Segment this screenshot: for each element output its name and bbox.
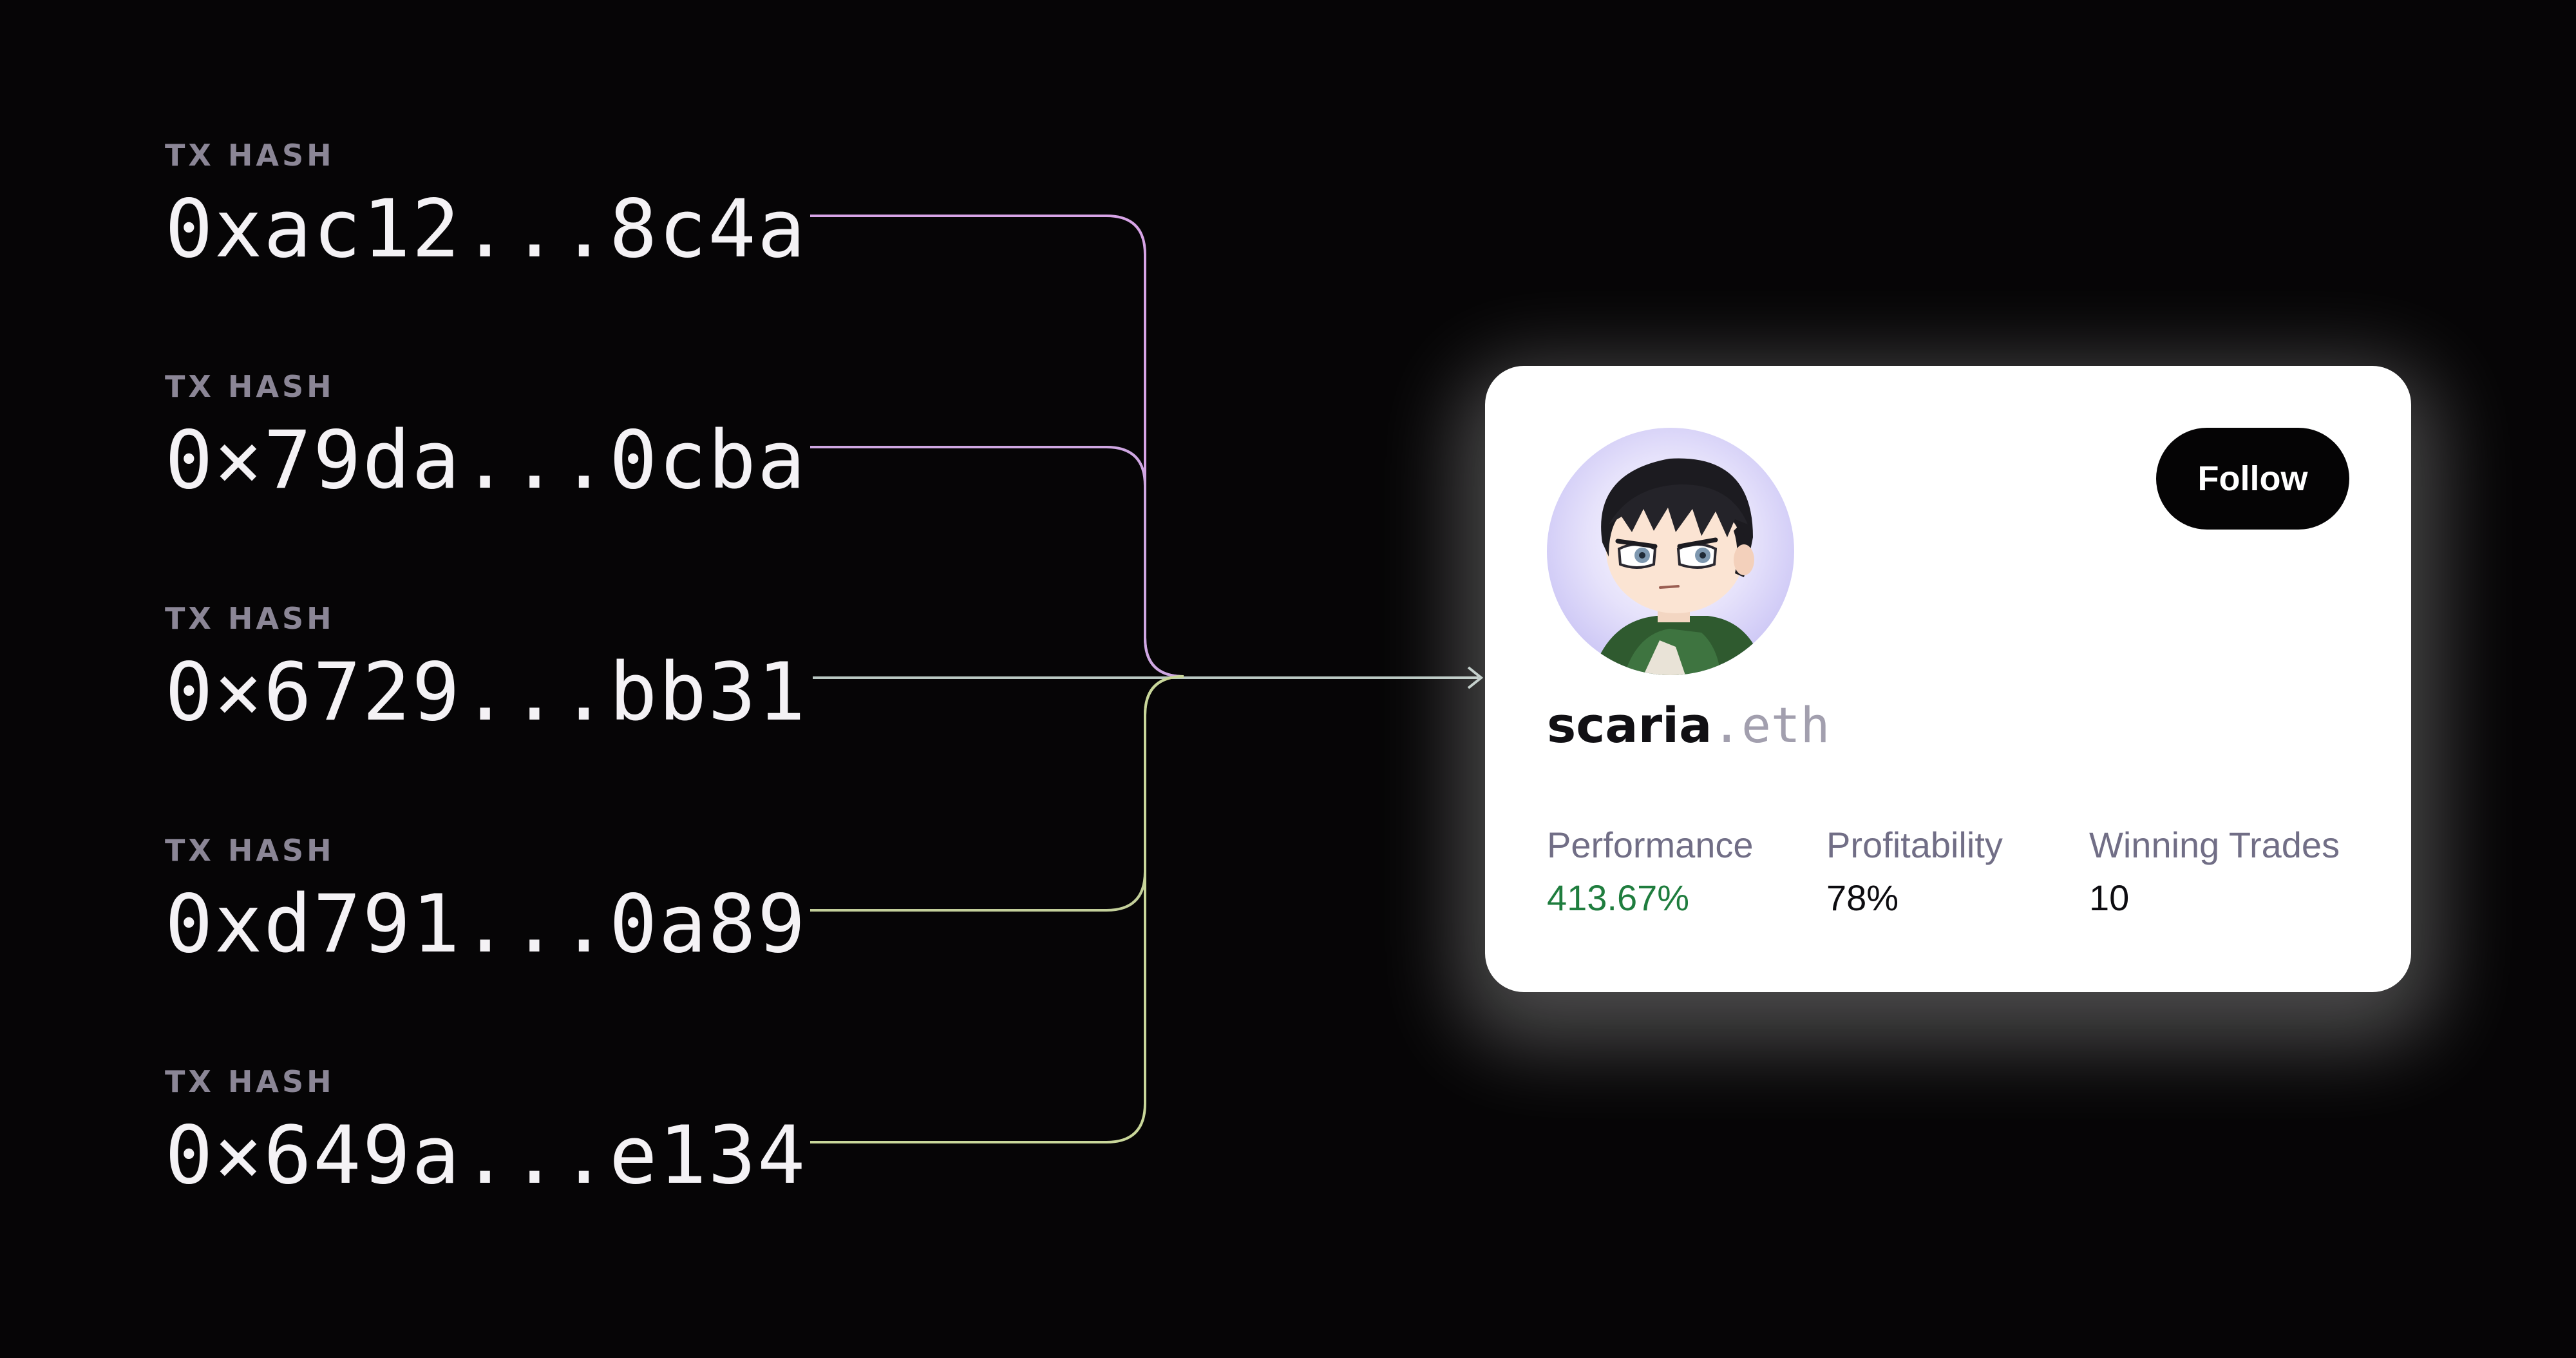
stat-label: Winning Trades xyxy=(2089,825,2340,865)
stat-label: Performance xyxy=(1547,825,1754,865)
connector-line-2 xyxy=(810,446,1184,678)
stat-value: 413.67% xyxy=(1547,877,1690,918)
profile-card: Follow scaria.eth Performance 413.67% Pr… xyxy=(1485,366,2411,992)
tx-hash-value: 0xd791...0a89 xyxy=(165,878,807,971)
stat-value: 10 xyxy=(2089,877,2130,918)
stat-winning-trades: Winning Trades 10 xyxy=(2089,827,2340,916)
tx-hash-label: TX HASH xyxy=(165,138,335,173)
profile-name: scaria.eth xyxy=(1547,701,1830,750)
stat-profitability: Profitability 78% xyxy=(1826,827,2003,916)
stat-performance: Performance 413.67% xyxy=(1547,827,1754,916)
profile-name-handle: scaria xyxy=(1547,696,1712,754)
follow-button[interactable]: Follow xyxy=(2156,428,2349,530)
tx-hash-value: 0×79da...0cba xyxy=(165,414,807,507)
tx-hash-label: TX HASH xyxy=(165,1064,335,1099)
anime-character-avatar-icon xyxy=(1592,458,1766,675)
stat-label: Profitability xyxy=(1826,825,2003,865)
tx-hash-value: 0×6729...bb31 xyxy=(165,646,807,739)
profile-name-suffix: .eth xyxy=(1712,696,1830,754)
tx-hash-label: TX HASH xyxy=(165,601,335,636)
connector-line-4 xyxy=(810,675,1184,912)
stat-value: 78% xyxy=(1826,877,1899,918)
tx-hash-value: 0xac12...8c4a xyxy=(165,183,807,276)
tx-hash-label: TX HASH xyxy=(165,369,335,404)
tx-hash-label: TX HASH xyxy=(165,833,335,868)
avatar xyxy=(1547,428,1794,675)
arrow-head-icon xyxy=(1467,666,1484,689)
connector-line-5 xyxy=(810,675,1184,1143)
tx-hash-value: 0×649a...e134 xyxy=(165,1109,807,1202)
